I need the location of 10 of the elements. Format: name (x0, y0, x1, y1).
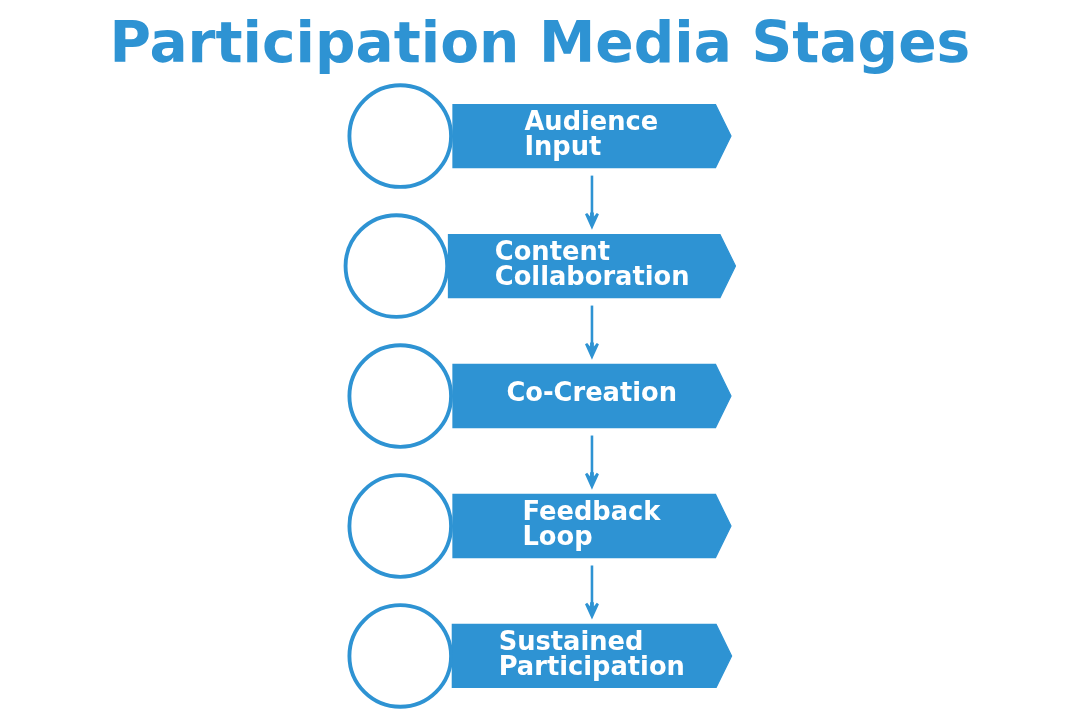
arrow (584, 435, 599, 488)
node-circle (347, 473, 453, 579)
node-circle (347, 343, 453, 449)
arrow (584, 565, 599, 618)
arrow (584, 305, 599, 358)
node-circle (343, 213, 449, 319)
node-circle (347, 603, 453, 709)
arrow (584, 175, 599, 228)
node-circle (347, 83, 453, 189)
diagram-title: Participation Media Stages (108, 9, 970, 76)
